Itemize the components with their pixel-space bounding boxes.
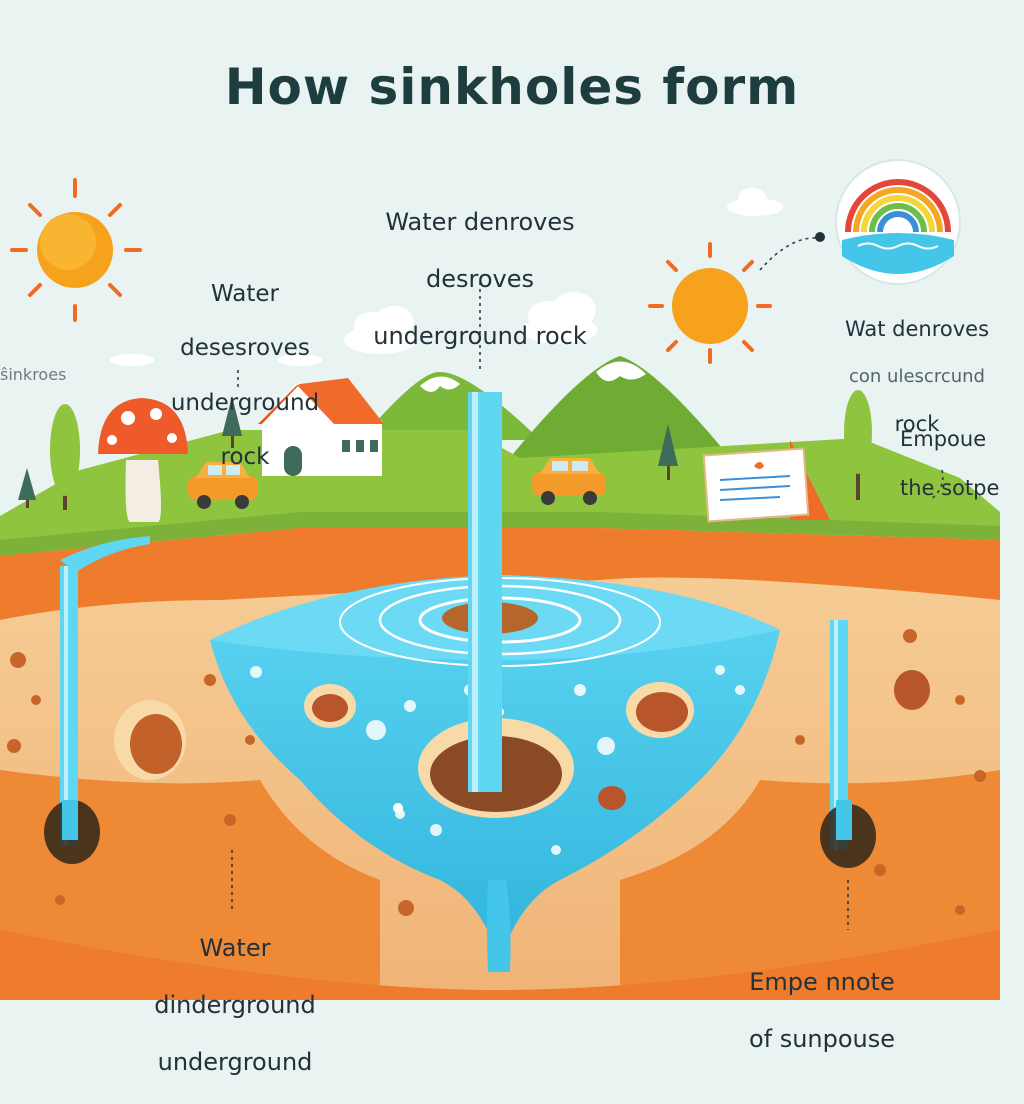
label-line: Water	[211, 281, 279, 308]
illustration	[0, 159, 1000, 1000]
cloud-icon	[522, 292, 598, 344]
label-line: desesroves	[180, 335, 310, 362]
label-line: underground rock	[373, 321, 587, 350]
lower-soil-band	[620, 770, 1000, 990]
cave	[626, 682, 694, 738]
tree	[222, 396, 242, 448]
tree	[18, 468, 36, 508]
label-line: con ulescrcund	[849, 366, 985, 388]
label-line: Empoue	[900, 426, 987, 451]
soil-pores	[7, 629, 986, 916]
label-line: rock	[220, 443, 270, 470]
water-column-highlight	[472, 392, 478, 792]
signboard-icon	[702, 440, 830, 523]
label-line: underground	[170, 389, 320, 416]
cave	[114, 700, 186, 780]
leader-line	[929, 469, 944, 501]
car-icon	[532, 458, 606, 505]
label-right-middle: Empoue the sotpe	[900, 402, 1024, 526]
cloud-icon	[727, 188, 783, 216]
label-line: the sotpe	[900, 476, 1000, 501]
label-top-center: Water denroves desroves underground rock	[350, 180, 610, 378]
label-line: rock	[894, 412, 940, 437]
cloud-icon	[110, 354, 322, 366]
label-line: Water denroves	[385, 208, 575, 237]
tree	[844, 390, 872, 500]
sun-icon	[648, 242, 772, 364]
sinkhole-diagram: How sinkholes form Water denroves desrov…	[0, 58, 1024, 1076]
cloud-icon	[344, 306, 416, 354]
tree	[658, 424, 678, 480]
label-line: desroves	[426, 264, 534, 293]
leader-dot	[815, 232, 825, 242]
label-line: dinderground	[154, 990, 316, 1019]
label-line: Water	[199, 934, 271, 963]
label-bottom-right: Empe nnote of sunpouse	[722, 940, 922, 1082]
cave	[304, 684, 356, 728]
mountain	[500, 356, 740, 470]
label-line: Empe nnote	[749, 968, 895, 997]
cave	[598, 786, 626, 810]
mushroom-icon	[98, 398, 188, 522]
label-left-upper: Water desesroves underground rock	[150, 254, 340, 498]
cave	[894, 670, 930, 710]
rainbow-icon	[835, 159, 961, 285]
water-outflow	[487, 880, 511, 972]
page-title: How sinkholes form	[224, 58, 800, 116]
water-pipe-right	[820, 620, 876, 868]
ground-edge	[0, 512, 1000, 560]
label-bottom-left: Water dinderground underground	[120, 906, 350, 1104]
label-line: of sunpouse	[748, 1024, 896, 1053]
label-line: underground	[157, 1047, 313, 1076]
label-line: Wat denroves	[844, 316, 990, 341]
house-icon	[258, 378, 384, 476]
leader-line	[759, 237, 819, 271]
car-icon	[188, 462, 258, 509]
bottom-soil-band	[0, 930, 1000, 1000]
water-pipe-left	[44, 536, 150, 864]
sun-icon	[10, 178, 142, 322]
label-left-edge: ŝinkroes	[0, 365, 67, 384]
tree	[50, 404, 80, 510]
label-right-upper: Wat denroves con ulescrcund rock	[810, 292, 1024, 462]
